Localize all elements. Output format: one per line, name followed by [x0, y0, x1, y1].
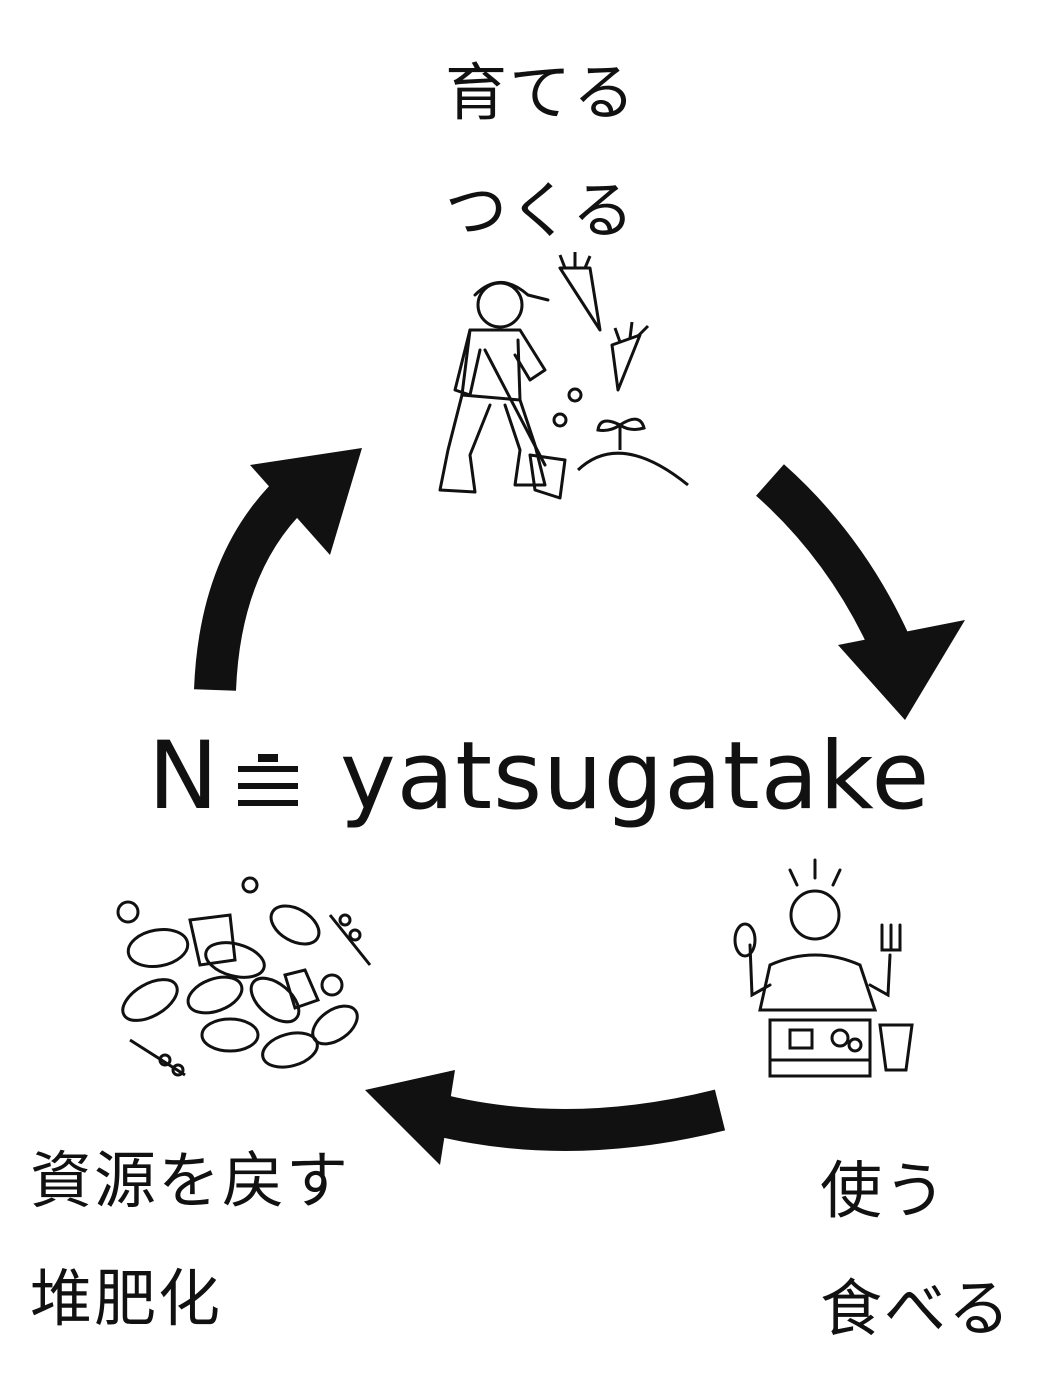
eating-person-icon: [733, 858, 902, 1012]
stage-return-line1: 資源を戻す: [30, 1144, 351, 1217]
arrow-return-to-grow: [194, 448, 362, 691]
logo-wordmark: yatsugatake: [340, 722, 931, 831]
arrow-grow-to-eat: [755, 464, 965, 720]
carrot-icon: [558, 252, 650, 392]
farmer-icon: [438, 281, 567, 500]
stage-eat-line1: 使う: [820, 1154, 949, 1227]
stage-eat-line2: 食べる: [820, 1272, 1013, 1345]
logo-wave-mark: [238, 754, 298, 806]
stage-grow-line1: 育てる: [445, 56, 638, 129]
logo-initial: N: [148, 722, 219, 831]
stage-return-line2: 堆肥化: [30, 1262, 223, 1335]
sprout-icon: [552, 387, 689, 487]
bento-icon: [768, 1018, 872, 1078]
arrow-eat-to-return: [365, 1070, 726, 1165]
stage-grow-line2: つくる: [445, 174, 636, 247]
cup-icon: [878, 1023, 914, 1072]
compost-leaves-icon: [116, 876, 372, 1077]
